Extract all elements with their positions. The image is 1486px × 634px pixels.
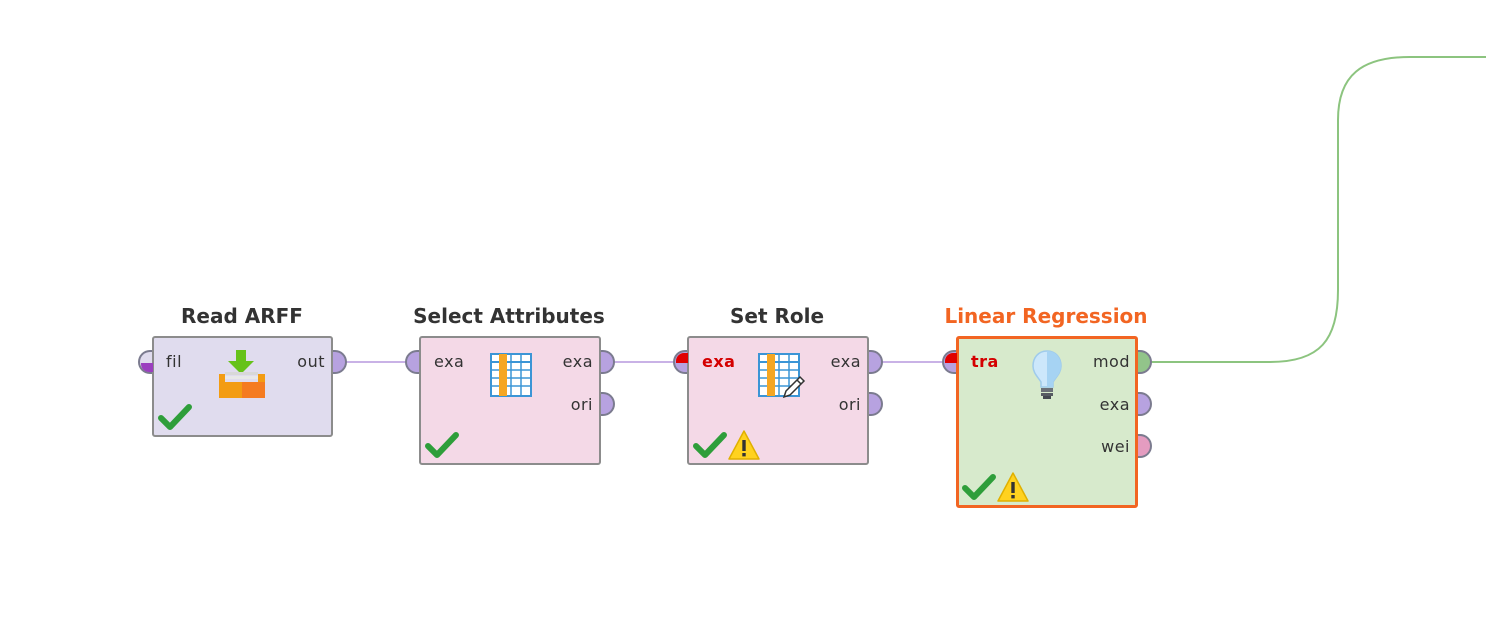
- input-port-file[interactable]: [138, 350, 153, 374]
- output-port-label: mod: [1092, 352, 1130, 371]
- lightbulb-icon: [1032, 350, 1062, 399]
- operator-title-read-arff: Read ARFF: [181, 304, 303, 328]
- warning-icon[interactable]: [996, 471, 1030, 503]
- operator-read-arff[interactable]: fil out: [152, 336, 333, 437]
- operator-title-set-role: Set Role: [729, 304, 825, 328]
- output-port-label: ori: [838, 395, 861, 414]
- output-port-label: exa: [830, 352, 861, 371]
- warning-icon[interactable]: [727, 429, 761, 461]
- download-tray-icon: [219, 350, 265, 398]
- operator-select-attributes[interactable]: exa exa ori: [419, 336, 601, 465]
- operator-title-linear-regression: Linear Regression: [944, 304, 1148, 328]
- input-port-label-error: tra: [971, 352, 999, 371]
- input-port-training-set-error[interactable]: [942, 350, 957, 374]
- input-port-label-error: exa: [702, 352, 736, 371]
- input-port-example-set-error[interactable]: [673, 350, 688, 374]
- connection-wire-model-out[interactable]: [1151, 56, 1486, 363]
- input-port-label: fil: [166, 352, 183, 371]
- table-columns-icon: [490, 353, 532, 397]
- output-port-label: ori: [570, 395, 593, 414]
- output-port-label: wei: [1101, 437, 1130, 456]
- output-port-label: exa: [1099, 395, 1130, 414]
- check-icon: [693, 432, 727, 458]
- check-icon: [962, 474, 996, 500]
- table-edit-icon: [758, 353, 806, 399]
- check-icon: [425, 432, 459, 458]
- output-port-label: exa: [562, 352, 593, 371]
- operator-set-role[interactable]: exa exa ori: [687, 336, 869, 465]
- operator-linear-regression[interactable]: tra mod exa wei: [956, 336, 1138, 508]
- output-port-label: out: [297, 352, 325, 371]
- input-port-label: exa: [434, 352, 465, 371]
- input-port-example-set[interactable]: [405, 350, 419, 374]
- operator-title-select-attributes: Select Attributes: [413, 304, 605, 328]
- check-icon: [158, 404, 192, 430]
